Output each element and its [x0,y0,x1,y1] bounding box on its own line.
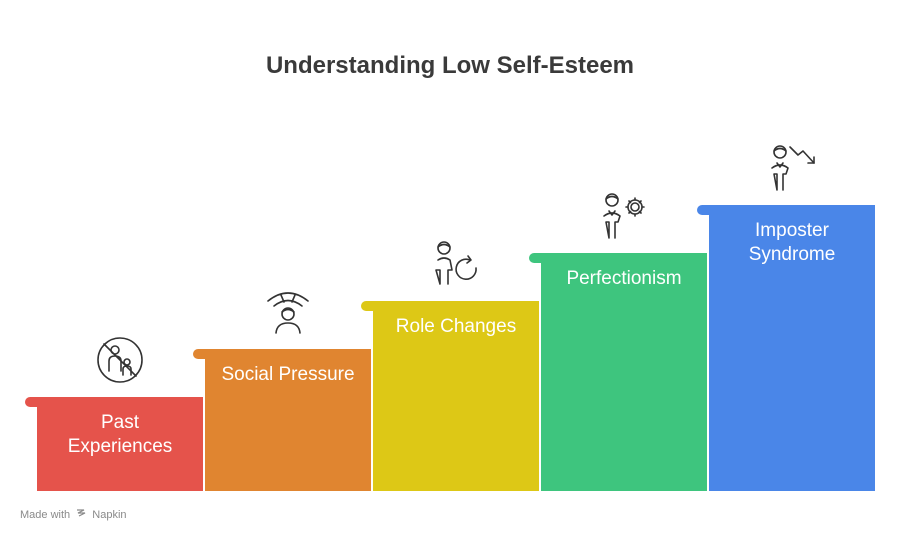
napkin-logo-icon [76,508,86,521]
step-social-pressure: Social Pressure [193,349,371,491]
person-refresh-icon [430,238,482,288]
step-body [709,205,875,491]
step-body [541,253,707,491]
step-body [205,349,371,491]
step-imposter-syndrome: Imposter Syndrome [697,205,875,491]
credit-brand: Napkin [92,509,127,521]
person-gear-icon [598,190,650,240]
step-perfectionism: Perfectionism [529,253,707,491]
person-broadcast-icon [263,287,313,337]
step-past-experiences: Past Experiences [25,397,203,491]
step-body [37,397,203,491]
step-label: Imposter Syndrome [748,220,836,265]
step-role-changes: Role Changes [361,301,539,491]
step-label: Past Experiences [67,412,173,457]
step-label: Role Changes [395,316,517,337]
step-body [373,301,539,491]
no-child-icon [95,335,145,385]
person-decline-icon [766,142,818,192]
credit-prefix: Made with [20,509,71,521]
credit-line: Made with Napkin [20,508,127,521]
step-label: Social Pressure [221,364,355,385]
step-label: Perfectionism [566,268,682,289]
page-title: Understanding Low Self-Esteem [265,52,635,79]
